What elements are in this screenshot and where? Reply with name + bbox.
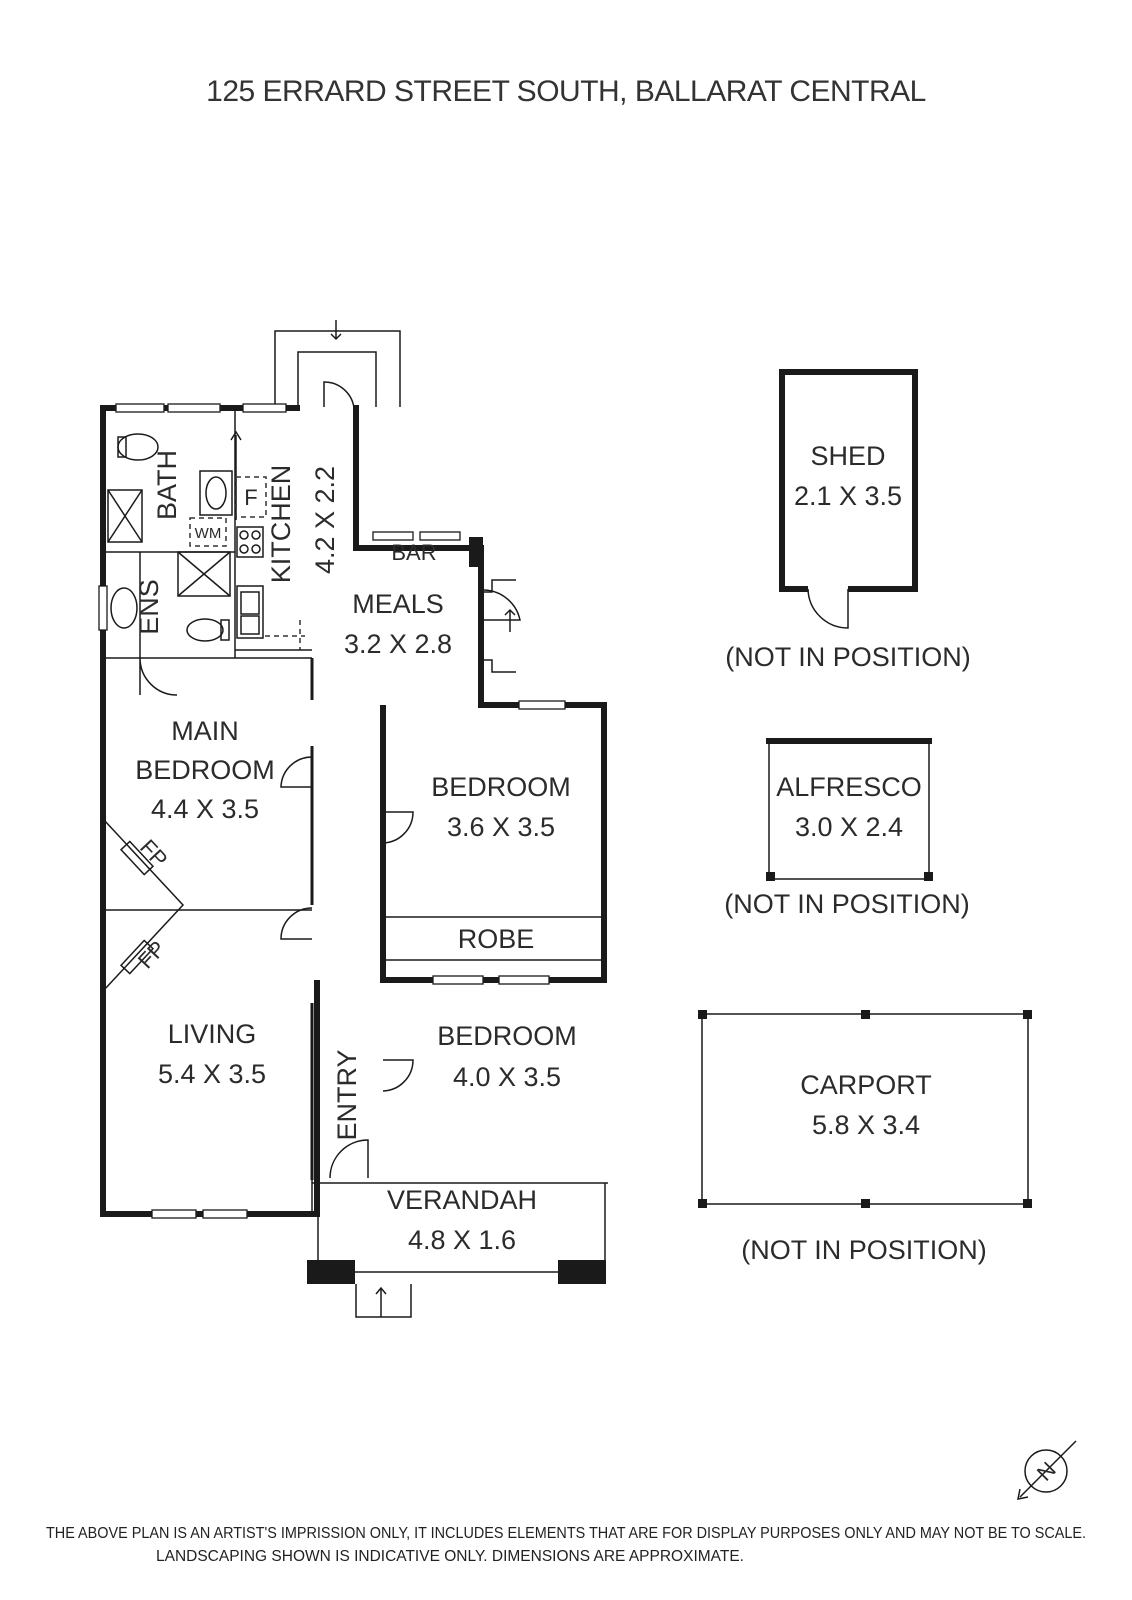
kitchen-label: KITCHEN bbox=[266, 465, 296, 584]
back-porch bbox=[230, 320, 401, 520]
entry-label: ENTRY bbox=[332, 1049, 362, 1140]
shed-label: SHED bbox=[810, 441, 885, 471]
windows bbox=[98, 403, 566, 1219]
shed-note: (NOT IN POSITION) bbox=[725, 642, 971, 672]
living-label: LIVING bbox=[168, 1019, 257, 1049]
plan-title: 125 ERRARD STREET SOUTH, BALLARAT CENTRA… bbox=[206, 75, 926, 108]
main-bedroom-label-2: BEDROOM bbox=[135, 755, 275, 785]
interior-walls bbox=[103, 408, 604, 961]
bedroom2-dims: 4.0 X 3.5 bbox=[453, 1062, 561, 1092]
carport-dims: 5.8 X 3.4 bbox=[812, 1110, 920, 1140]
ens-label: ENS bbox=[134, 579, 164, 635]
carport-note: (NOT IN POSITION) bbox=[741, 1235, 987, 1265]
fireplaces: FP FP bbox=[103, 819, 185, 991]
verandah-label: VERANDAH bbox=[387, 1185, 537, 1215]
door-swings bbox=[139, 657, 414, 1179]
verandah-dims: 4.8 X 1.6 bbox=[408, 1225, 516, 1255]
bath-label: BATH bbox=[152, 450, 182, 520]
disclaimer-line2: LANDSCAPING SHOWN IS INDICATIVE ONLY. DI… bbox=[156, 1548, 744, 1565]
robe-label: ROBE bbox=[458, 924, 535, 954]
meals-label: MEALS bbox=[352, 589, 444, 619]
bathroom-fixtures: WM F bbox=[107, 433, 267, 642]
shed: SHED 2.1 X 3.5 (NOT IN POSITION) bbox=[725, 369, 971, 672]
carport-label: CARPORT bbox=[800, 1070, 932, 1100]
bar-post bbox=[469, 537, 483, 567]
bar-label: BAR bbox=[391, 540, 436, 565]
main-bedroom-label-1: MAIN bbox=[171, 716, 239, 746]
north-compass: N bbox=[1017, 1440, 1077, 1500]
wm-label: WM bbox=[195, 525, 222, 542]
bedroom1-dims: 3.6 X 3.5 bbox=[447, 812, 555, 842]
shed-dims: 2.1 X 3.5 bbox=[794, 481, 902, 511]
carport: CARPORT 5.8 X 3.4 (NOT IN POSITION) bbox=[698, 1010, 1032, 1265]
bedroom1-label: BEDROOM bbox=[431, 772, 571, 802]
meals-side-door bbox=[481, 579, 521, 673]
fp-lower-label: FP bbox=[133, 936, 170, 974]
living-dims: 5.4 X 3.5 bbox=[158, 1059, 266, 1089]
main-bedroom-dims: 4.4 X 3.5 bbox=[151, 794, 259, 824]
kitchen-fixtures bbox=[235, 526, 312, 651]
bedroom2-label: BEDROOM bbox=[437, 1021, 577, 1051]
meals-dims: 3.2 X 2.8 bbox=[344, 629, 452, 659]
alfresco-dims: 3.0 X 2.4 bbox=[795, 812, 903, 842]
verandah bbox=[307, 1182, 608, 1318]
fp-upper-label: FP bbox=[135, 834, 172, 872]
alfresco-label: ALFRESCO bbox=[776, 772, 922, 802]
disclaimer-line1: THE ABOVE PLAN IS AN ARTIST'S IMPRISSION… bbox=[46, 1525, 1086, 1542]
alfresco-note: (NOT IN POSITION) bbox=[724, 889, 970, 919]
kitchen-dims: 4.2 X 2.2 bbox=[310, 466, 340, 574]
alfresco: ALFRESCO 3.0 X 2.4 (NOT IN POSITION) bbox=[724, 738, 970, 919]
fridge-label: F bbox=[244, 485, 257, 510]
